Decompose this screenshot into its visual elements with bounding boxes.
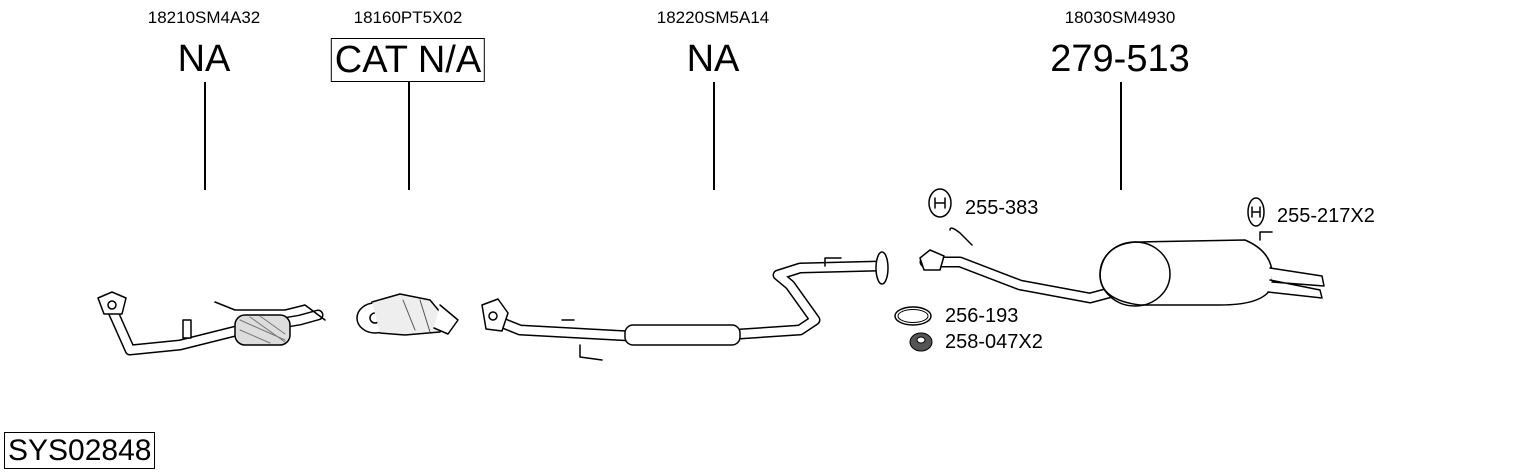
- leader-line: [1120, 82, 1122, 190]
- oe-number-middle-pipe: 18220SM5A14: [656, 8, 770, 27]
- leader-line: [713, 82, 715, 190]
- front-pipe-drawing: [97, 291, 326, 356]
- accessory-label: 255-217X2: [1277, 205, 1375, 227]
- accessory-label: 258-047X2: [945, 331, 1043, 353]
- accessory-label: 255-383: [965, 197, 1039, 219]
- part-label-front-pipe: NA: [177, 38, 231, 80]
- oe-number-catalyst: 18160PT5X02: [353, 8, 463, 27]
- rubber-hanger-icon: [1247, 197, 1265, 227]
- middle-pipe-drawing: [481, 251, 889, 361]
- flange-nut-icon: [909, 332, 933, 352]
- rear-silencer-drawing: [919, 227, 1325, 307]
- leader-line: [408, 81, 410, 190]
- part-label-catalyst: CAT N/A: [330, 38, 486, 82]
- part-label-rear-silencer: 279-513: [1050, 38, 1190, 80]
- oe-number-front-pipe: 18210SM4A32: [147, 8, 261, 27]
- rubber-hanger-icon: [928, 188, 952, 218]
- oe-number-rear-silencer: 18030SM4930: [1064, 8, 1176, 27]
- catalyst-drawing: [356, 293, 459, 336]
- system-code: SYS02848: [4, 432, 156, 469]
- leader-line: [204, 82, 206, 190]
- accessory-label: 256-193: [945, 305, 1019, 327]
- part-label-middle-pipe: NA: [686, 38, 740, 80]
- gasket-ring-icon: [894, 306, 932, 326]
